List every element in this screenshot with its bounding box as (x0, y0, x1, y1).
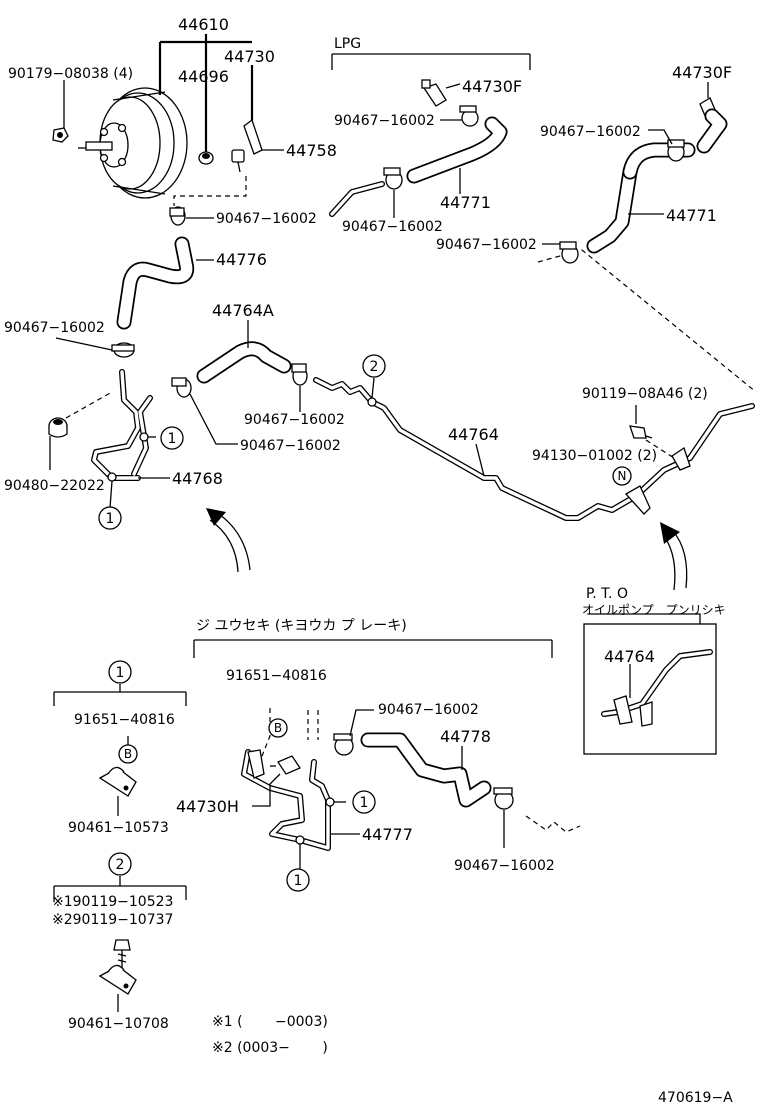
part-label-clamp: 90467−16002 (334, 113, 435, 129)
detail1-part: 91651−40816 (74, 712, 175, 728)
hose-clamp (291, 363, 308, 412)
part-label-44730H: 44730H (176, 797, 239, 816)
brake-booster (78, 87, 188, 199)
part-label-44730F: 44730F (462, 77, 522, 96)
pto-detail-box (583, 623, 717, 755)
part-label-90179: 90179−08038 (4) (8, 66, 133, 82)
part-label-44696: 44696 (178, 67, 229, 86)
part-label-44758: 44758 (286, 141, 337, 160)
detail-marker-2: 2 (108, 852, 132, 876)
hose-44776 (116, 236, 214, 330)
part-label-clamp: 90467−16002 (436, 237, 537, 253)
hose-clamp (648, 129, 685, 162)
part-label-clamp: 90467−16002 (216, 211, 317, 227)
pto-pipe (588, 613, 713, 727)
callout-marker-1: 1 (352, 790, 376, 814)
fitting-44730F (421, 79, 461, 107)
part-label-44778: 44778 (440, 727, 491, 746)
note-2: ※2 (0003− ) (212, 1040, 328, 1056)
hose-44771-lpg (406, 116, 508, 194)
part-label-90480: 90480−22022 (4, 478, 105, 494)
hose-44771-right (586, 108, 728, 254)
svg-text:1: 1 (106, 511, 115, 527)
detail2-bolt1: ※190119−10523 (52, 894, 173, 910)
part-label-44768: 44768 (172, 469, 223, 488)
part-label-44777: 44777 (362, 825, 413, 844)
part-label-44771: 44771 (666, 206, 717, 225)
figure-id: 470619−A (658, 1090, 733, 1106)
detail2-clip: 90461−10708 (68, 1016, 169, 1032)
detail-marker-1: 1 (108, 660, 132, 684)
arrow-icon (660, 522, 688, 591)
pto-subtitle: オイルポンプ プンリシキ (582, 603, 726, 617)
part-label-clamp: 90467−16002 (454, 858, 555, 874)
callout-marker-1: 1 (286, 868, 310, 892)
hose-44778 (360, 732, 492, 808)
section-label-lpg: LPG (334, 36, 361, 52)
hose-44764A (196, 320, 292, 384)
part-label-91651: 91651−40816 (226, 668, 327, 684)
part-label-44776: 44776 (216, 250, 267, 269)
hose-clamp (171, 377, 238, 445)
callout-marker-2: 2 (362, 354, 386, 378)
grommet-44696 (198, 151, 214, 165)
part-label-clamp: 90467−16002 (378, 702, 479, 718)
callout-marker-1: 1 (98, 506, 122, 530)
part-label-clamp: 90467−16002 (342, 219, 443, 235)
hose-clamp (333, 709, 374, 756)
part-label-clamp: 90467−16002 (240, 438, 341, 454)
pipe-lpg (329, 181, 385, 217)
note-1: ※1 ( −0003) (212, 1014, 328, 1030)
pto-title: P. T. O (586, 586, 628, 602)
hose-clamp (542, 241, 579, 264)
detail2-bolt2: ※290119−10737 (52, 912, 173, 928)
section-label-juuseki: ジ ユウセキ (キヨウカ プ レーキ) (196, 618, 407, 634)
check-valve-44758 (231, 118, 263, 173)
part-label-44730: 44730 (224, 47, 275, 66)
part-label-44764: 44764 (448, 425, 499, 444)
detail-marker-b: B (118, 744, 138, 764)
pipe-44777 (241, 749, 360, 870)
part-label-clamp: 90467−16002 (540, 124, 641, 140)
pipe-clip (624, 405, 691, 515)
grommet-90480 (48, 391, 113, 470)
part-label-44730F: 44730F (672, 63, 732, 82)
callout-marker-1: 1 (160, 426, 184, 450)
pipe-clip-90461-10708 (98, 964, 137, 1012)
svg-text:1: 1 (116, 665, 125, 681)
detail1-clip: 90461−10573 (68, 820, 169, 836)
part-label-90119: 90119−08A46 (2) (582, 386, 708, 402)
part-label-clamp: 90467−16002 (4, 320, 105, 336)
bolt (113, 939, 131, 968)
hose-clamp (55, 337, 135, 358)
pipe-44764 (313, 377, 755, 521)
part-label-44764A: 44764A (212, 301, 274, 320)
callout-marker-b: B (268, 718, 288, 738)
nut (52, 127, 69, 143)
hose-clamp (383, 167, 403, 218)
svg-text:1: 1 (168, 431, 177, 447)
part-label-44610: 44610 (178, 15, 229, 34)
svg-text:1: 1 (360, 795, 369, 811)
hose-clamp (169, 206, 214, 226)
pipe-44768 (91, 369, 170, 509)
pipe-clip (247, 749, 301, 807)
callout-marker-n: N (612, 466, 632, 486)
svg-text:2: 2 (370, 359, 379, 375)
hose-clamp (440, 105, 479, 127)
hose-clamp (493, 787, 514, 848)
svg-text:N: N (618, 469, 627, 483)
pipe-clip-90461-10573 (98, 766, 137, 816)
part-label-44771: 44771 (440, 193, 491, 212)
svg-text:1: 1 (294, 873, 303, 889)
part-label-44764: 44764 (604, 647, 655, 666)
part-label-clamp: 90467−16002 (244, 412, 345, 428)
svg-text:2: 2 (116, 857, 125, 873)
svg-text:B: B (274, 721, 282, 735)
svg-text:B: B (124, 747, 132, 761)
arrow-icon (206, 508, 251, 573)
part-label-94130: 94130−01002 (2) (532, 448, 657, 464)
